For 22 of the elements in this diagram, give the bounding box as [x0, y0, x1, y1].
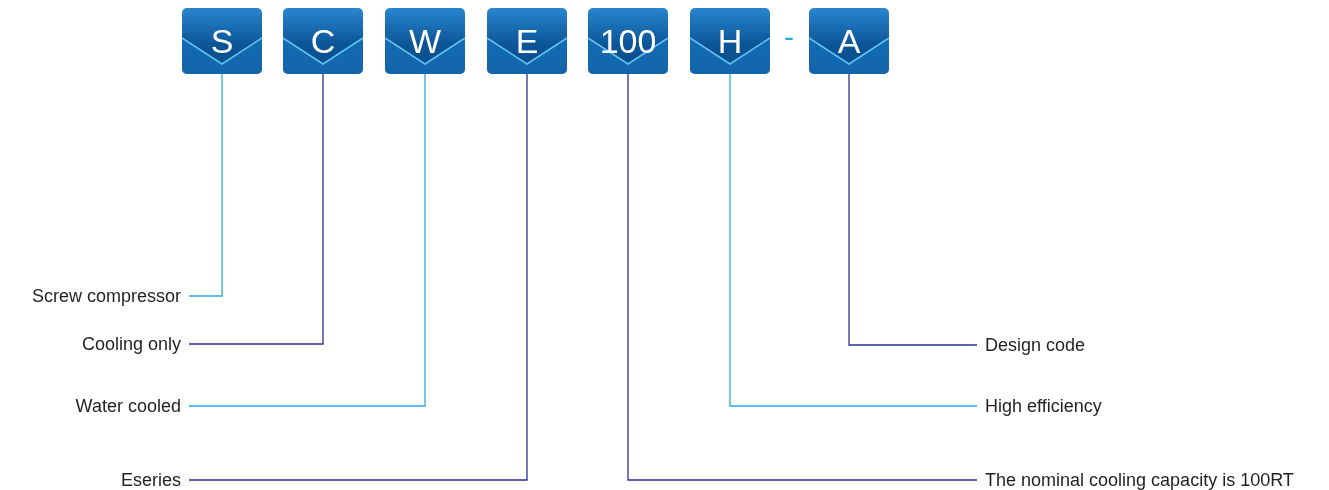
callout-text: Water cooled [75, 395, 181, 417]
leader-line [188, 73, 528, 481]
code-box: H [690, 8, 770, 74]
leader-line [848, 73, 978, 346]
code-box: E [487, 8, 567, 74]
code-box: A [809, 8, 889, 74]
code-box: 100 [588, 8, 668, 74]
callout-text: Screw compressor [31, 285, 181, 307]
leader-line [627, 73, 978, 481]
leader-line [188, 73, 426, 407]
callout-text: The nominal cooling capacity is 100RT [985, 469, 1294, 490]
code-box: W [385, 8, 465, 74]
separator-dash: - [784, 20, 794, 54]
code-box: S [182, 8, 262, 74]
leader-line [729, 73, 978, 407]
callout-text: Design code [985, 334, 1086, 356]
leader-line [188, 73, 223, 297]
callout-text: Cooling only [81, 333, 181, 355]
code-box: C [283, 8, 363, 74]
callout-text: Eseries [120, 469, 181, 490]
callout-text: High efficiency [985, 395, 1102, 417]
leader-line [188, 73, 324, 345]
